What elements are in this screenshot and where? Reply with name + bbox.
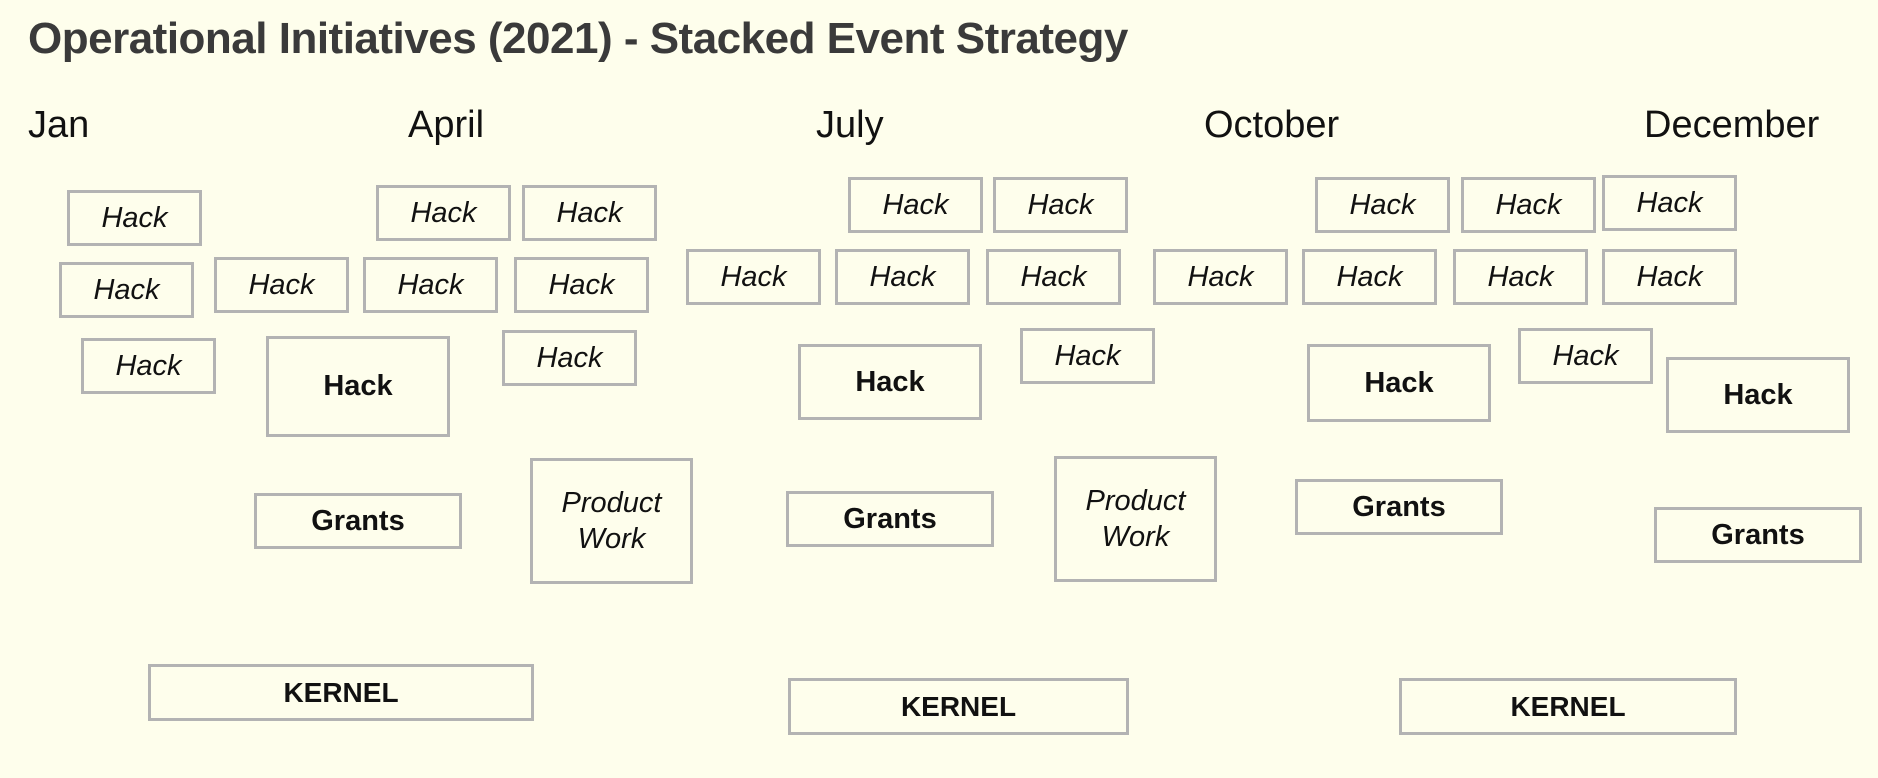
hack-large-box: Hack — [798, 344, 982, 420]
hack-box: Hack — [214, 257, 349, 313]
hack-box: Hack — [835, 249, 970, 305]
kernel-box: KERNEL — [788, 678, 1129, 735]
hack-box: Hack — [1602, 249, 1737, 305]
product-work-line2: Work — [1101, 521, 1170, 553]
hack-box: Hack — [67, 190, 202, 246]
month-jan: Jan — [28, 104, 90, 146]
product-work-box: Product Work — [530, 458, 693, 584]
hack-box: Hack — [376, 185, 511, 241]
hack-box: Hack — [1302, 249, 1437, 305]
kernel-box: KERNEL — [148, 664, 534, 721]
hack-box: Hack — [522, 185, 657, 241]
hack-box: Hack — [1461, 177, 1596, 233]
product-work-line1: Product — [561, 486, 662, 519]
hack-box: Hack — [502, 330, 637, 386]
month-october: October — [1204, 104, 1340, 146]
grants-box: Grants — [1654, 507, 1862, 563]
page-title: Operational Initiatives (2021) - Stacked… — [28, 14, 1128, 63]
grants-box: Grants — [1295, 479, 1503, 535]
kernel-box: KERNEL — [1399, 678, 1737, 735]
product-work-line1: Product — [1085, 484, 1186, 517]
hack-large-box: Hack — [266, 336, 450, 437]
hack-large-box: Hack — [1307, 344, 1491, 422]
hack-box: Hack — [1315, 177, 1450, 233]
hack-box: Hack — [686, 249, 821, 305]
hack-box: Hack — [363, 257, 498, 313]
hack-box: Hack — [1602, 175, 1737, 231]
hack-box: Hack — [1153, 249, 1288, 305]
month-december: December — [1644, 104, 1820, 146]
product-work-box: Product Work — [1054, 456, 1217, 582]
hack-box: Hack — [1518, 328, 1653, 384]
product-work-line2: Work — [577, 523, 646, 555]
hack-box: Hack — [1020, 328, 1155, 384]
hack-box: Hack — [986, 249, 1121, 305]
hack-box: Hack — [59, 262, 194, 318]
hack-large-box: Hack — [1666, 357, 1850, 433]
hack-box: Hack — [993, 177, 1128, 233]
hack-box: Hack — [81, 338, 216, 394]
grants-box: Grants — [786, 491, 994, 547]
month-april: April — [408, 104, 485, 146]
hack-box: Hack — [1453, 249, 1588, 305]
hack-box: Hack — [514, 257, 649, 313]
month-july: July — [816, 104, 884, 146]
hack-box: Hack — [848, 177, 983, 233]
grants-box: Grants — [254, 493, 462, 549]
